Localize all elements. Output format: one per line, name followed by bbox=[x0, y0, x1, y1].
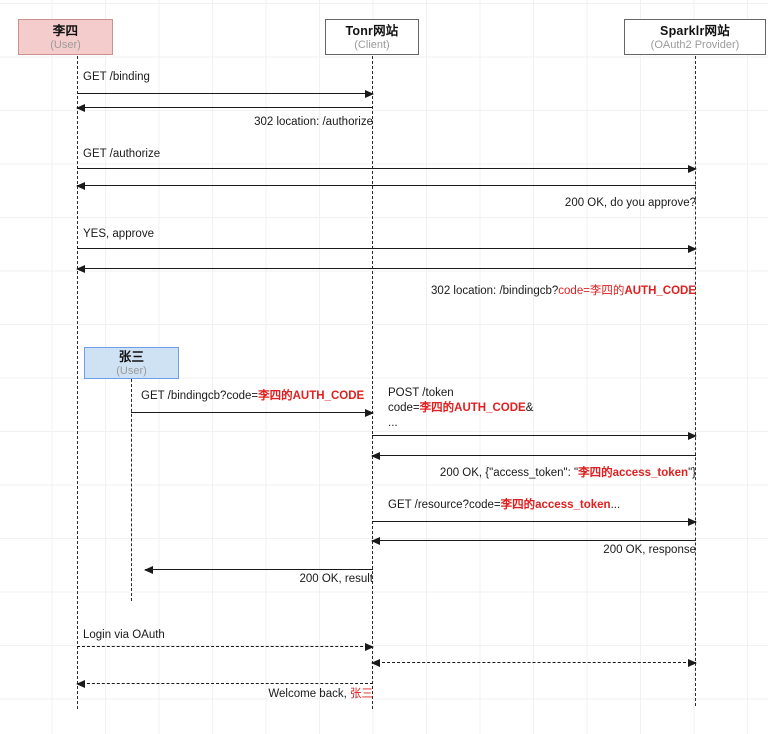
arrowhead-right-icon bbox=[365, 89, 374, 98]
arrowhead-left-icon bbox=[371, 451, 380, 460]
message-label-post-token-line1: POST /token bbox=[388, 387, 454, 399]
message-label-200-response: 200 OK, response bbox=[603, 544, 696, 556]
message-label-200-approve-question: 200 OK, do you approve? bbox=[564, 197, 696, 209]
msg-part-plain: Welcome back, bbox=[268, 688, 350, 700]
msg-part-plain: 302 location: /bindingcb? bbox=[431, 285, 559, 297]
message-label-welcome-back: Welcome back, 张三 bbox=[143, 687, 373, 702]
msg-part-highlight: code=李四的 bbox=[558, 285, 625, 297]
participant-box-tonr[interactable]: Tonr网站 (Client) bbox=[325, 19, 419, 55]
message-label-get-authorize: GET /authorize bbox=[83, 148, 161, 160]
message-arrow-302-authorize bbox=[76, 103, 373, 112]
message-arrow-token-validation-bidirectional bbox=[371, 658, 697, 667]
arrowhead-right-icon bbox=[688, 164, 697, 173]
message-label-200-access-token: 200 OK, {"access_token": "李四的access_toke… bbox=[396, 466, 696, 481]
message-label-200-result: 200 OK, result bbox=[299, 573, 373, 585]
message-arrow-302-bindingcb bbox=[76, 264, 696, 273]
message-arrow-get-authorize bbox=[77, 164, 697, 173]
msg-part-highlight-bold: 李四的access_token bbox=[578, 467, 689, 479]
message-label-yes-approve: YES, approve bbox=[83, 228, 154, 240]
participant-role-sparklr: (OAuth2 Provider) bbox=[650, 39, 740, 52]
message-label-get-binding: GET /binding bbox=[83, 71, 150, 83]
arrowhead-left-icon bbox=[76, 264, 85, 273]
message-arrow-200-result bbox=[144, 565, 373, 574]
message-arrow-get-resource bbox=[372, 517, 697, 526]
participant-name-tonr: Tonr网站 bbox=[345, 24, 399, 38]
message-label-post-token-line3: ... bbox=[388, 417, 398, 429]
msg-part-highlight-bold: 李四的AUTH_CODE bbox=[419, 402, 526, 414]
msg-part-plain: code= bbox=[388, 402, 420, 414]
message-arrow-login-via-oauth bbox=[77, 642, 374, 651]
message-arrow-200-approve-question bbox=[76, 181, 696, 190]
msg-part-highlight-bold: 李四的access_token bbox=[500, 499, 611, 511]
msg-part-tail: & bbox=[525, 402, 534, 414]
message-arrow-200-response bbox=[371, 536, 696, 545]
participant-box-sparklr[interactable]: Sparklr网站 (OAuth2 Provider) bbox=[624, 19, 766, 55]
arrowhead-right-icon bbox=[688, 658, 697, 667]
message-arrow-post-token bbox=[372, 431, 697, 440]
arrowhead-right-icon bbox=[365, 642, 374, 651]
message-label-login-via-oauth: Login via OAuth bbox=[83, 629, 165, 641]
arrowhead-right-icon bbox=[688, 517, 697, 526]
msg-part-highlight: 张三 bbox=[350, 688, 373, 700]
participant-box-zhangsan[interactable]: 张三 (User) bbox=[84, 347, 179, 379]
msg-part-tail: "} bbox=[688, 467, 696, 479]
arrowhead-right-icon bbox=[365, 408, 374, 417]
participant-role-lisi: (User) bbox=[50, 39, 81, 52]
msg-part-plain: GET /bindingcb?code= bbox=[141, 390, 259, 402]
arrowhead-left-icon bbox=[76, 679, 85, 688]
participant-box-lisi[interactable]: 李四 (User) bbox=[18, 19, 113, 55]
msg-part-plain: 200 OK, {"access_token": " bbox=[439, 467, 579, 479]
participant-name-zhangsan: 张三 bbox=[118, 350, 145, 364]
msg-part-plain: GET /resource?code= bbox=[388, 499, 501, 511]
message-label-302-bindingcb: 302 location: /bindingcb?code=李四的AUTH_CO… bbox=[396, 284, 696, 299]
message-arrow-get-binding bbox=[77, 89, 374, 98]
arrowhead-right-icon bbox=[688, 244, 697, 253]
msg-part-tail: ... bbox=[610, 499, 621, 511]
message-label-302-authorize: 302 location: /authorize bbox=[254, 116, 373, 128]
arrowhead-right-icon bbox=[688, 431, 697, 440]
arrowhead-left-icon bbox=[76, 103, 85, 112]
lifeline-sparklr bbox=[695, 56, 696, 706]
message-arrow-welcome-back bbox=[76, 679, 373, 688]
arrowhead-left-icon bbox=[371, 536, 380, 545]
message-arrow-yes-approve bbox=[77, 244, 697, 253]
message-label-get-bindingcb: GET /bindingcb?code=李四的AUTH_CODE bbox=[141, 389, 364, 404]
participant-name-sparklr: Sparklr网站 bbox=[660, 24, 730, 38]
participant-role-zhangsan: (User) bbox=[116, 365, 147, 378]
arrowhead-left-icon bbox=[76, 181, 85, 190]
message-label-post-token-line2: code=李四的AUTH_CODE& bbox=[388, 401, 533, 416]
lifeline-tonr bbox=[372, 56, 373, 709]
message-label-get-resource: GET /resource?code=李四的access_token... bbox=[388, 498, 620, 513]
arrowhead-left-icon bbox=[371, 658, 380, 667]
arrowhead-left-icon bbox=[144, 565, 153, 574]
msg-part-highlight-bold: 李四的AUTH_CODE bbox=[258, 390, 365, 402]
msg-part-highlight-bold: AUTH_CODE bbox=[624, 285, 696, 297]
lifeline-lisi bbox=[77, 56, 78, 709]
message-arrow-get-bindingcb bbox=[131, 408, 374, 417]
message-arrow-200-access-token bbox=[371, 451, 696, 460]
lifeline-zhangsan bbox=[131, 379, 132, 601]
participant-role-tonr: (Client) bbox=[354, 39, 390, 52]
participant-name-lisi: 李四 bbox=[52, 24, 79, 38]
